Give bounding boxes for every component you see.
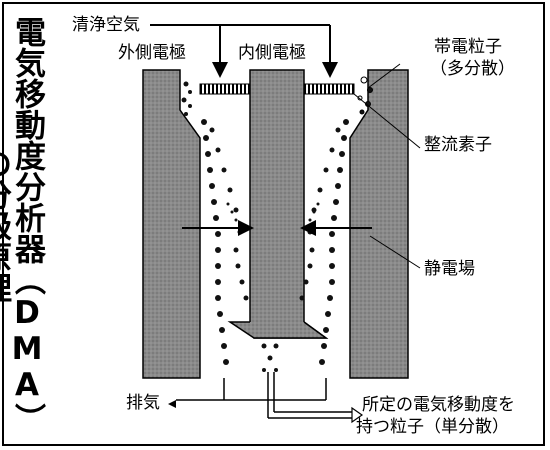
- clean-air-label: 清浄空気: [72, 15, 140, 35]
- outer-electrode-left: [142, 69, 201, 379]
- charged-particles-label: 帯電粒子: [434, 37, 502, 57]
- outer-electrode-label: 外側電極: [118, 43, 186, 63]
- particle-trajectories: [201, 119, 349, 372]
- rectifier-label: 整流素子: [424, 135, 492, 155]
- outer-electrode-right: [349, 69, 409, 379]
- rectifier-left: [199, 83, 251, 95]
- exhaust-label: 排気: [126, 393, 160, 413]
- inlet-particles-right: [357, 76, 373, 115]
- electrostatic-field-label: 静電場: [424, 259, 475, 279]
- polydisperse-label: （多分散）: [430, 59, 515, 79]
- outer-frame: [2, 2, 545, 446]
- inner-electrode: [249, 69, 329, 339]
- inner-electrode-label: 内側電極: [238, 43, 306, 63]
- vertical-title: 電気移動度分析器（DMA）の分級原理: [0, 16, 45, 434]
- inlet-particles-left: [181, 81, 192, 116]
- output-label-line2: 持つ粒子（単分散）: [356, 417, 509, 437]
- output-label-line1: 所定の電気移動度を: [362, 395, 515, 415]
- rectifier-right: [303, 83, 355, 95]
